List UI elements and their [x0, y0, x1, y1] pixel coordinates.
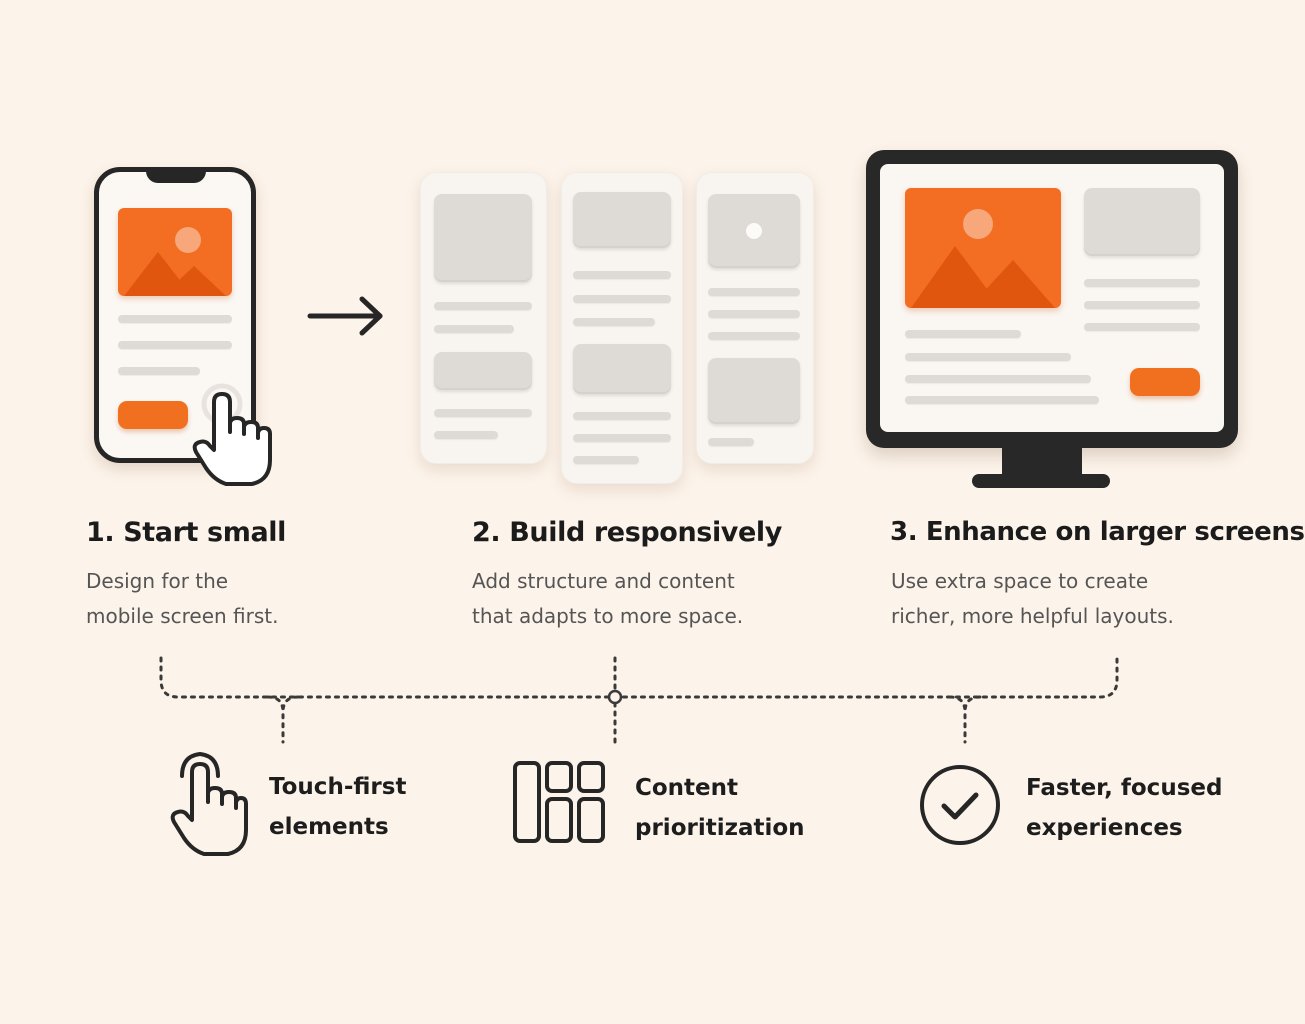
- monitor-screen: [880, 164, 1224, 432]
- benefit-2-line: Content: [635, 775, 739, 801]
- benefit-1-line: Touch-first: [269, 774, 407, 800]
- benefit-1-line: elements: [269, 814, 389, 840]
- benefit-3-line: Faster, focused: [1026, 775, 1223, 801]
- text-line: [708, 310, 800, 318]
- content-block: [434, 352, 532, 390]
- benefit-3-label: Faster, focused experiences: [1026, 768, 1222, 848]
- content-block: [434, 194, 532, 282]
- step-3-description: Use extra space to create richer, more h…: [891, 564, 1174, 634]
- text-line: [118, 315, 232, 323]
- text-line: [573, 318, 655, 326]
- benefit-2-label: Content prioritization: [635, 768, 805, 848]
- junction-dot: [607, 689, 623, 705]
- text-line: [708, 288, 800, 296]
- step-1-title: 1. Start small: [86, 517, 286, 548]
- text-line: [573, 434, 671, 442]
- step-2-description-line: Add structure and content: [472, 569, 735, 593]
- text-line: [118, 341, 232, 349]
- text-line: [905, 396, 1099, 404]
- step-2-title: 2. Build responsively: [472, 517, 782, 548]
- text-line: [573, 295, 671, 303]
- text-line: [434, 431, 498, 439]
- step-2-description: Add structure and content that adapts to…: [472, 564, 743, 634]
- content-block: [573, 344, 671, 394]
- arrow-right-icon: [307, 296, 383, 336]
- content-block: [573, 192, 671, 248]
- text-line: [708, 332, 800, 340]
- benefit-3-line: experiences: [1026, 815, 1183, 841]
- text-line: [573, 412, 671, 420]
- layout-card-medium: [561, 172, 683, 484]
- step-1-description-line: Design for the: [86, 569, 229, 593]
- dot-icon: [746, 223, 762, 239]
- benefit-2-line: prioritization: [635, 815, 805, 841]
- text-line: [1084, 301, 1200, 309]
- step-1-description: Design for the mobile screen first.: [86, 564, 278, 634]
- text-line: [1084, 323, 1200, 331]
- monitor-neck: [1002, 448, 1082, 476]
- phone-illustration: [94, 167, 256, 463]
- phone-button: [118, 401, 188, 429]
- phone-notch: [146, 167, 206, 183]
- step-3-description-line: richer, more helpful layouts.: [891, 604, 1174, 628]
- content-block: [708, 194, 800, 268]
- benefit-1-label: Touch-first elements: [269, 767, 406, 847]
- monitor-button: [1130, 368, 1200, 396]
- pointer-hand-icon: [170, 751, 248, 856]
- layout-card-narrow: [420, 172, 547, 464]
- content-block: [708, 358, 800, 424]
- layout-grid-icon: [513, 761, 605, 843]
- check-circle-icon: [920, 765, 1000, 845]
- text-line: [434, 409, 532, 417]
- layout-card-wide: [696, 172, 814, 464]
- text-line: [434, 302, 532, 310]
- text-line: [434, 325, 514, 333]
- step-3-description-line: Use extra space to create: [891, 569, 1149, 593]
- step-3-title: 3. Enhance on larger screens: [890, 517, 1305, 547]
- desktop-monitor-illustration: [866, 150, 1238, 490]
- step-2-description-line: that adapts to more space.: [472, 604, 744, 628]
- text-line: [1084, 279, 1200, 287]
- text-line: [905, 330, 1021, 338]
- text-line: [118, 367, 200, 375]
- monitor-base: [972, 474, 1110, 488]
- text-line: [905, 353, 1071, 361]
- image-placeholder-icon: [905, 188, 1061, 308]
- step-1-description-line: mobile screen first.: [86, 604, 279, 628]
- text-line: [573, 456, 639, 464]
- content-block: [1084, 188, 1200, 256]
- image-placeholder-icon: [118, 208, 232, 296]
- text-line: [708, 438, 754, 446]
- tap-hand-icon: [192, 383, 272, 486]
- text-line: [905, 375, 1091, 383]
- text-line: [573, 271, 671, 279]
